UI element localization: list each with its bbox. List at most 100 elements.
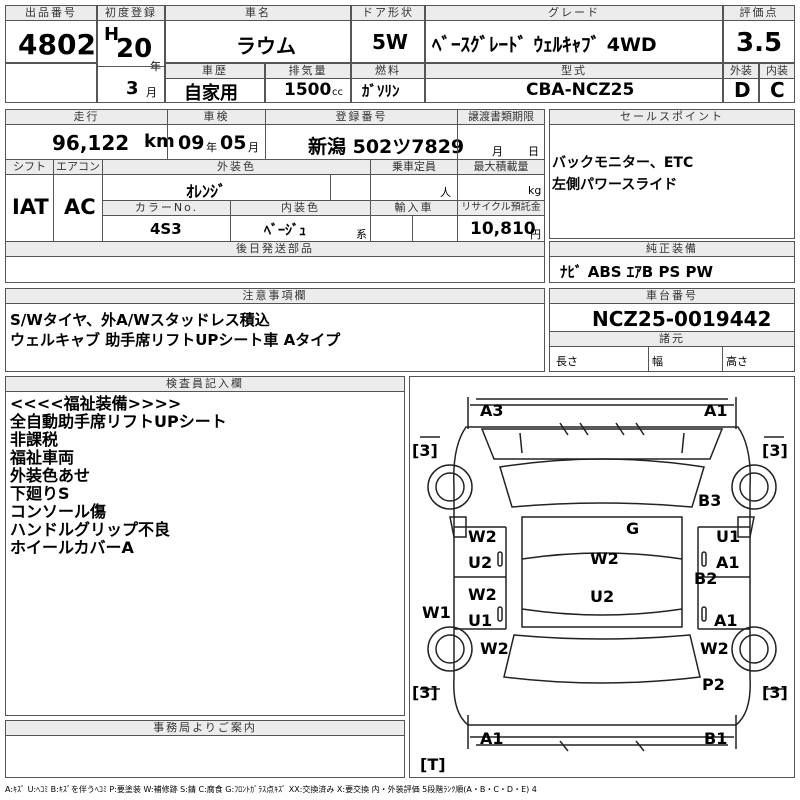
first-registration-box: 初度登録 H 20 年 3 月 bbox=[97, 5, 165, 103]
inspection-label: 車検 bbox=[168, 110, 265, 125]
exterior-grade: D bbox=[734, 78, 751, 102]
inspector-note-6: 下廻りS bbox=[10, 484, 70, 503]
caution-line2: ウェルキャブ 助手席リフトUPシート車 Aタイプ bbox=[10, 331, 341, 349]
score-value: 3.5 bbox=[736, 28, 783, 58]
car-name: ラウム bbox=[236, 34, 296, 58]
caution-box: 注意事項欄 S/Wタイヤ、外A/Wスタッドレス積込 ウェルキャブ 助手席リフトU… bbox=[5, 288, 545, 372]
sales-point-line1: バックモニター、ETC bbox=[552, 155, 694, 171]
exterior-color-label: 外装色 bbox=[103, 160, 370, 175]
score-label: 評価点 bbox=[724, 6, 794, 21]
fuel-box: 燃料 ｶﾞｿﾘﾝ bbox=[351, 63, 425, 103]
mark-right-fender: B3 bbox=[698, 491, 722, 510]
door-value: 5W bbox=[372, 30, 408, 54]
mark-right-front-door-a: U1 bbox=[716, 527, 741, 546]
ac-label: エアコン bbox=[54, 160, 102, 175]
capacity-unit: 人 bbox=[440, 186, 451, 199]
equipment-value: ﾅﾋﾞ ABS ｴｱB PS PW bbox=[560, 263, 714, 281]
length-label: 長さ bbox=[556, 355, 578, 368]
mileage-label: 走行 bbox=[6, 110, 167, 125]
transfer-deadline-label: 譲渡書類期限 bbox=[458, 110, 544, 125]
color-number-label: カラーNo. bbox=[103, 201, 230, 216]
grade-label: グレード bbox=[426, 6, 722, 21]
car-name-box: 車名 ラウム bbox=[165, 5, 351, 63]
inspector-note-2: 全自動助手席リフトUPシート bbox=[10, 412, 227, 431]
chassis-number: NCZ25-0019442 bbox=[592, 307, 772, 331]
shift-label: シフト bbox=[6, 160, 53, 175]
interior-grade-label: 内装 bbox=[760, 64, 794, 79]
exterior-color: ｵﾚﾝｼﾞ bbox=[186, 182, 227, 201]
grade-box: グレード ﾍﾞｰｽｸﾞﾚｰﾄﾞ ｳｪﾙｷｬﾌﾞ 4WD bbox=[425, 5, 723, 63]
import-label: 輸入車 bbox=[371, 201, 457, 216]
mark-rear-left: A1 bbox=[480, 729, 504, 748]
history-box: 車歴 自家用 bbox=[165, 63, 265, 104]
mark-right-pillar: B2 bbox=[694, 569, 718, 588]
inspector-note-9: ホイールカバーA bbox=[10, 538, 134, 557]
mark-right-rear-door: A1 bbox=[714, 611, 738, 630]
inspector-note-8: ハンドルグリップ不良 bbox=[10, 520, 171, 539]
equipment-label: 純正装備 bbox=[550, 242, 794, 257]
inspector-notes-box: 検査員記入欄 <<<<福祉装備>>>> 全自動助手席リフトUPシート 非課税 福… bbox=[5, 376, 405, 716]
registration-label: 登録番号 bbox=[266, 110, 457, 125]
interior-color-suffix: 系 bbox=[356, 228, 367, 241]
grade-value: ﾍﾞｰｽｸﾞﾚｰﾄﾞ ｳｪﾙｷｬﾌﾞ 4WD bbox=[432, 34, 657, 56]
mark-left-front-door-a: W2 bbox=[468, 527, 497, 546]
fuel-label: 燃料 bbox=[352, 64, 424, 79]
mark-right-front-door-b: A1 bbox=[716, 553, 740, 572]
interior-grade-box: 内装 C bbox=[759, 63, 795, 103]
mark-left-rear-door-a: W2 bbox=[468, 585, 497, 604]
model-value: CBA-NCZ25 bbox=[526, 80, 635, 100]
sales-point-box: セールスポイント バックモニター、ETC 左側パワースライド bbox=[549, 109, 795, 239]
mark-right-rear-quarter: P2 bbox=[702, 675, 725, 694]
door-label: ドア形状 bbox=[352, 6, 424, 21]
inspection-year-unit: 年 bbox=[206, 141, 217, 154]
office-notice-box: 事務局よりご案内 bbox=[5, 720, 405, 778]
car-name-label: 車名 bbox=[166, 6, 350, 21]
mileage-value: 96,122 bbox=[52, 131, 130, 155]
mark-left-rear-tire: [3] bbox=[412, 683, 438, 702]
interior-grade: C bbox=[770, 78, 785, 102]
mark-rear-right: B1 bbox=[704, 729, 728, 748]
sales-point-line2: 左側パワースライド bbox=[552, 177, 678, 193]
mark-left-front-tire: [3] bbox=[412, 441, 438, 460]
history-value: 自家用 bbox=[184, 83, 238, 104]
inspection-month: 05 bbox=[220, 132, 247, 154]
inspector-note-5: 外装色あせ bbox=[10, 466, 91, 485]
caution-label: 注意事項欄 bbox=[6, 289, 544, 304]
capacity-label: 乗車定員 bbox=[371, 160, 457, 175]
recycle-label: リサイクル預託金 bbox=[458, 201, 544, 216]
mark-windshield: G bbox=[626, 519, 640, 538]
max-load-label: 最大積載量 bbox=[458, 160, 544, 175]
displacement-unit: cc bbox=[332, 87, 343, 98]
inspection-month-unit: 月 bbox=[248, 141, 259, 154]
later-parts-label: 後日発送部品 bbox=[6, 242, 544, 257]
displacement-value: 1500 bbox=[284, 80, 332, 100]
office-notice-label: 事務局よりご案内 bbox=[6, 721, 404, 736]
mark-roof-front: W2 bbox=[590, 549, 619, 568]
ac-value: AC bbox=[64, 195, 96, 219]
interior-color-label: 内装色 bbox=[231, 201, 370, 216]
chassis-box: 車台番号 NCZ25-0019442 諸元 長さ 幅 高さ bbox=[549, 288, 795, 372]
caution-line1: S/Wタイヤ、外A/Wスタッドレス積込 bbox=[10, 311, 270, 329]
mark-left-sill: W1 bbox=[422, 603, 451, 622]
mark-left-rear-fender: W2 bbox=[480, 639, 509, 658]
inspection-year: 09 bbox=[178, 132, 205, 154]
inspector-note-3: 非課税 bbox=[10, 430, 59, 449]
car-outline-diagram bbox=[420, 397, 784, 752]
mark-trunk: [T] bbox=[420, 755, 446, 774]
lot-blank-box bbox=[5, 63, 97, 103]
mark-left-front-door-b: U2 bbox=[468, 553, 493, 572]
equipment-box: 純正装備 ﾅﾋﾞ ABS ｴｱB PS PW bbox=[549, 241, 795, 283]
mark-right-rear-tire: [3] bbox=[762, 683, 788, 702]
lot-number-label: 出品番号 bbox=[6, 6, 96, 21]
lot-number-box: 出品番号 4802 bbox=[5, 5, 97, 63]
chassis-label: 車台番号 bbox=[550, 289, 794, 304]
details-box bbox=[5, 109, 545, 283]
mark-right-rear-fender: W2 bbox=[700, 639, 729, 658]
damage-legend: A:ｷｽﾞ U:ﾍｺﾐ B:ｷｽﾞを伴うﾍｺﾐ P:要塗装 W:補修跡 S:錆 … bbox=[5, 785, 537, 794]
inspector-note-7: コンソール傷 bbox=[10, 502, 107, 521]
era-mark: H bbox=[104, 24, 120, 45]
recycle-unit: 円 bbox=[530, 228, 541, 241]
fuel-value: ｶﾞｿﾘﾝ bbox=[362, 82, 400, 100]
lot-number: 4802 bbox=[18, 28, 96, 61]
score-box: 評価点 3.5 bbox=[723, 5, 795, 63]
